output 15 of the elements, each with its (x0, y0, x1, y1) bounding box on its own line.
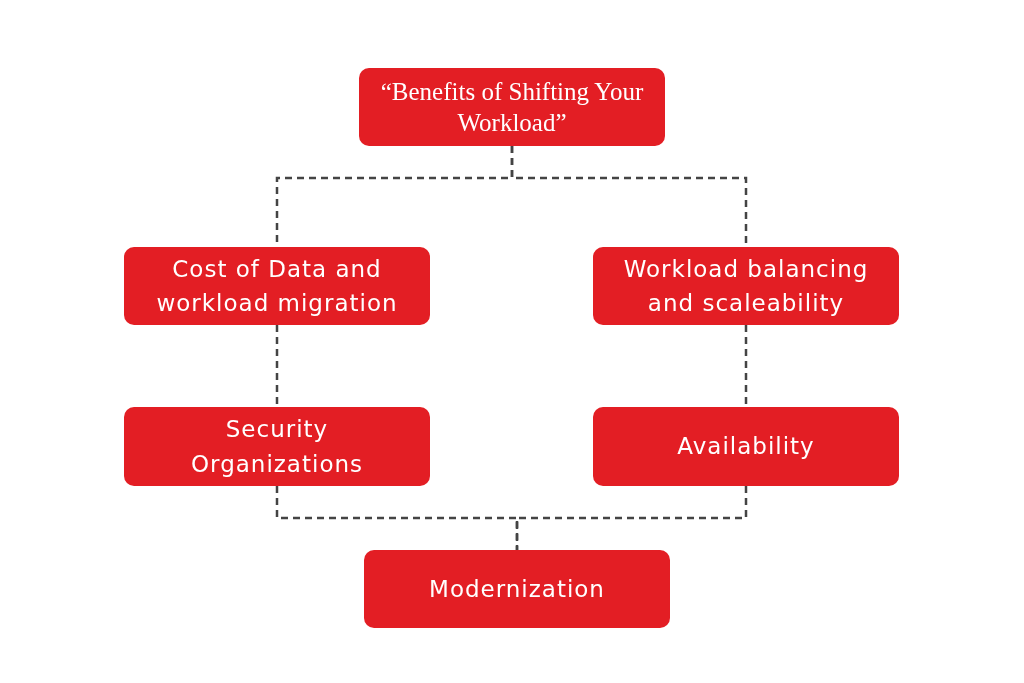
benefit-box (364, 550, 670, 628)
connector-line (744, 325, 748, 407)
benefit-box (593, 407, 899, 486)
benefit-box (593, 247, 899, 325)
box-text: Availability (677, 432, 815, 462)
connector-line (275, 325, 279, 407)
connector-line (515, 486, 748, 550)
benefit-box (124, 247, 430, 325)
box-text: Workload balancing and scaleability (622, 254, 870, 318)
box-text: Modernization (429, 574, 605, 604)
benefit-box (124, 407, 430, 486)
box-text: Security Organizations (190, 415, 364, 479)
title-box (359, 68, 665, 146)
box-text: Cost of Data and workload migration (155, 254, 399, 318)
box-text: “Benefits of Shifting Your Workload” (379, 76, 645, 138)
